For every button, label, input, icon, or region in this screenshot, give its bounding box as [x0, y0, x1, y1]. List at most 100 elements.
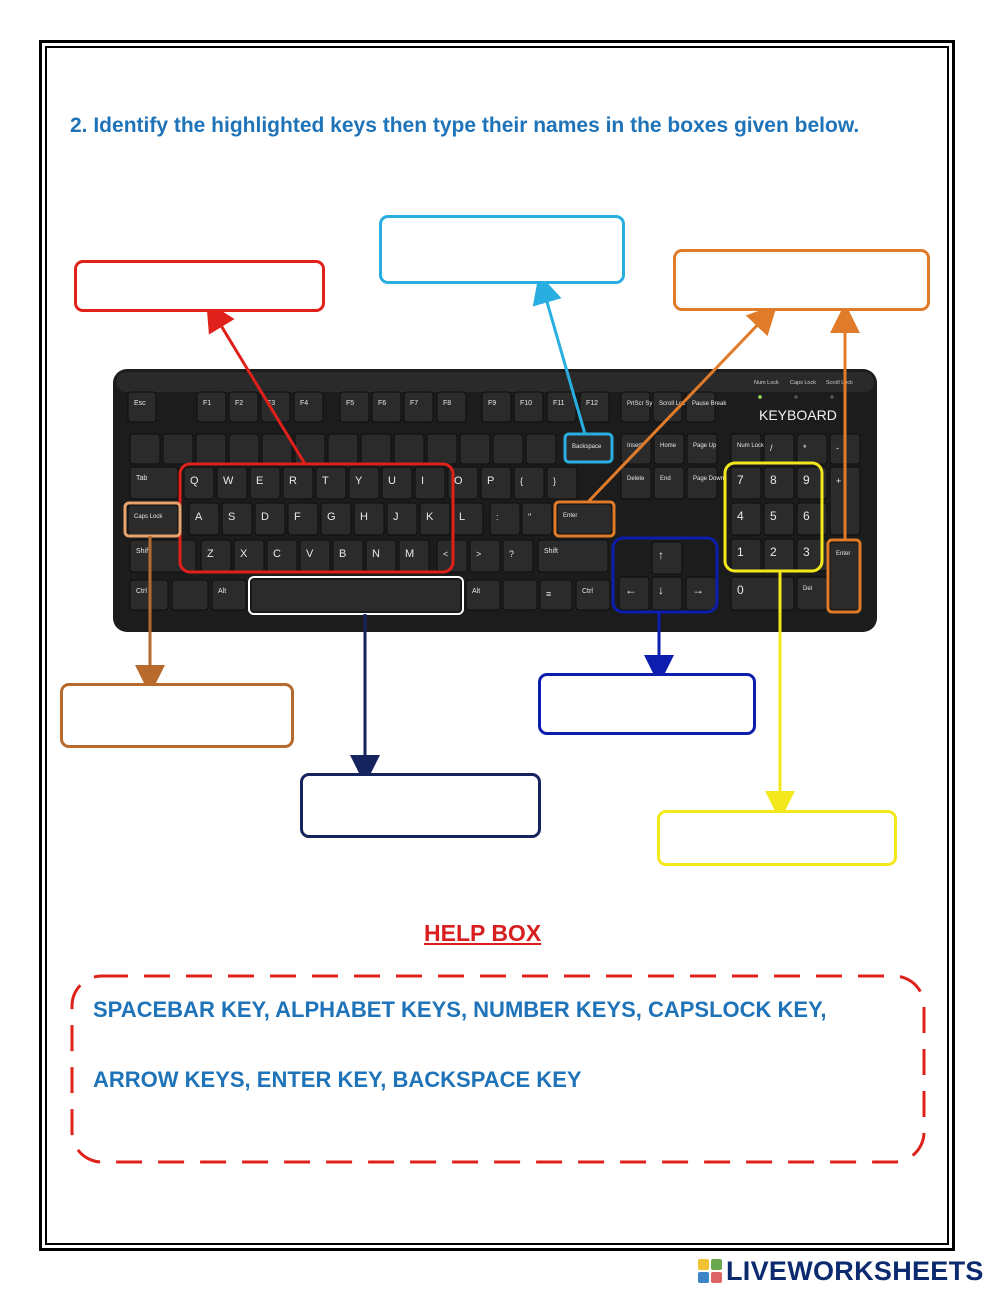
svg-text:}: } — [553, 476, 556, 486]
svg-text:*: * — [803, 443, 807, 453]
svg-text:Insert: Insert — [627, 443, 642, 449]
svg-text:0: 0 — [737, 583, 744, 597]
key-e: E — [249, 466, 281, 500]
svg-text:≡: ≡ — [546, 589, 551, 599]
svg-text:F8: F8 — [443, 400, 451, 407]
key-delete: Delete — [620, 466, 652, 500]
svg-text:": " — [528, 512, 531, 522]
svg-text:Ctrl: Ctrl — [582, 588, 593, 595]
svg-text:Delete: Delete — [627, 476, 645, 482]
svg-text:4: 4 — [737, 509, 744, 523]
spacebar-key-answer-box[interactable] — [300, 773, 541, 838]
svg-text:C: C — [273, 548, 281, 560]
svg-text:+: + — [836, 476, 841, 486]
svg-text:Page Down: Page Down — [693, 476, 724, 482]
svg-text:H: H — [360, 511, 368, 523]
svg-text:7: 7 — [737, 473, 744, 487]
key-d: D — [254, 502, 286, 536]
key-period: > — [469, 539, 501, 573]
key-end: End — [653, 466, 685, 500]
keyboard-top-sheen — [116, 372, 874, 392]
alphabet-keys-answer-input[interactable] — [77, 263, 322, 309]
alphabet-arrow — [206, 301, 307, 465]
key-num-4: 4 — [730, 502, 762, 536]
svg-text:O: O — [454, 475, 463, 487]
key-alt-right: Alt — [465, 579, 501, 611]
svg-text:←: ← — [625, 583, 637, 597]
key-bracket-l: { — [513, 466, 545, 500]
help-box-line-2: ARROW KEYS, ENTER KEY, BACKSPACE KEY — [93, 1067, 582, 1092]
svg-text:R: R — [289, 475, 297, 487]
svg-text:Alt: Alt — [218, 588, 226, 595]
indicator-light — [794, 395, 798, 399]
instruction-text: 2. Identify the highlighted keys then ty… — [70, 114, 860, 137]
svg-text:3: 3 — [803, 545, 810, 559]
spacebar-highlight — [248, 576, 464, 615]
svg-text:End: End — [660, 476, 671, 482]
arrow-keys-answer-box[interactable] — [538, 673, 756, 735]
svg-text:Z: Z — [207, 548, 214, 560]
key-o: O — [447, 466, 479, 500]
svg-text:5: 5 — [770, 509, 777, 523]
key-n: N — [365, 539, 397, 573]
svg-text:D: D — [261, 511, 269, 523]
backspace-key-highlight — [563, 432, 614, 464]
svg-text:F9: F9 — [488, 400, 496, 407]
key-arrow-up: ↑ — [651, 541, 683, 575]
key-s: S — [221, 502, 253, 536]
key-pause: Pause Break — [685, 391, 727, 423]
svg-text:Alt: Alt — [472, 588, 480, 595]
svg-text:/: / — [770, 443, 773, 453]
key-number-row — [228, 433, 260, 465]
capslock-key-answer-box[interactable] — [60, 683, 294, 748]
svg-text:B: B — [339, 548, 346, 560]
arrow-keys-answer-input[interactable] — [541, 676, 753, 732]
key-caps-lock: Caps Lock — [127, 504, 179, 536]
key-ctrl-right: Ctrl — [575, 579, 611, 611]
key-num-2: 2 — [763, 538, 795, 572]
liveworksheets-brand: LIVEWORKSHEETS — [698, 1256, 984, 1286]
number-keys-answer-box[interactable] — [657, 810, 897, 866]
key-number-row — [426, 433, 458, 465]
help-box-title: HELP BOX — [424, 920, 542, 946]
svg-text:Del: Del — [803, 586, 812, 592]
page-inner-border — [45, 46, 949, 1245]
key-t: T — [315, 466, 347, 500]
key-num-0: 0 — [730, 576, 795, 611]
key-slash: ? — [502, 539, 534, 573]
svg-text:F12: F12 — [586, 400, 598, 407]
svg-text:F: F — [294, 511, 301, 523]
svg-text:X: X — [240, 548, 248, 560]
capslock-key-answer-input[interactable] — [63, 686, 291, 745]
enter-key-answer-box[interactable] — [673, 249, 930, 311]
svg-text:2: 2 — [770, 545, 777, 559]
svg-text:9: 9 — [803, 473, 810, 487]
enter-key-answer-input[interactable] — [676, 252, 927, 308]
number-keys-answer-input[interactable] — [660, 813, 894, 863]
key-bracket-r: } — [546, 466, 578, 500]
key-f4: F4 — [293, 391, 324, 423]
caps-lock-highlight — [123, 501, 182, 538]
key-number-row — [492, 433, 524, 465]
key-j: J — [386, 502, 418, 536]
key-number-row — [294, 433, 326, 465]
key-l: L — [452, 502, 484, 536]
key-u: U — [381, 466, 413, 500]
key-esc: Esc — [127, 391, 157, 423]
key-number-row — [327, 433, 359, 465]
key-backspace: Backspace — [565, 434, 612, 463]
spacebar-key-answer-input[interactable] — [303, 776, 538, 835]
backspace-key-answer-input[interactable] — [382, 218, 622, 281]
svg-text:F1: F1 — [203, 400, 211, 407]
svg-text:V: V — [306, 548, 314, 560]
svg-text:Shift: Shift — [136, 548, 150, 555]
svg-text:L: L — [459, 511, 465, 523]
svg-text:-: - — [836, 443, 839, 453]
svg-text:N: N — [372, 548, 380, 560]
backspace-key-answer-box[interactable] — [379, 215, 625, 284]
alphabet-keys-answer-box[interactable] — [74, 260, 325, 312]
svg-text:Tab: Tab — [136, 475, 147, 482]
